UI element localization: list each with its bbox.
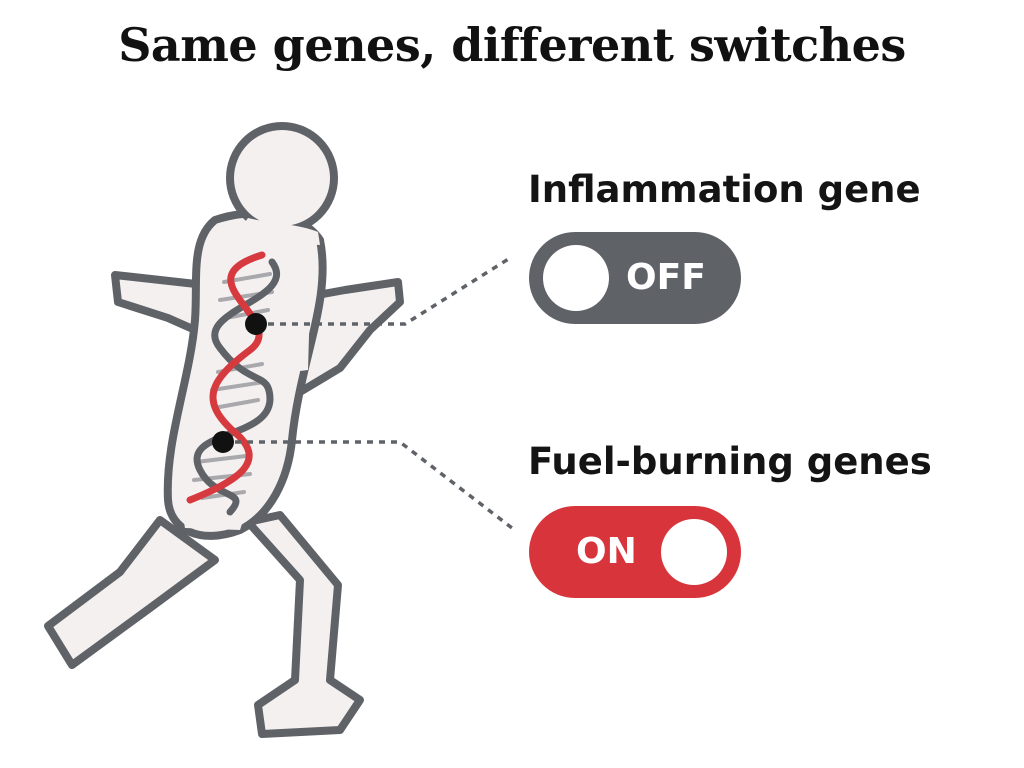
- connector-inflammation: [245, 256, 511, 335]
- dna-helix: [186, 251, 280, 516]
- toggle-state-off: OFF: [626, 257, 706, 298]
- toggle-knob: [543, 245, 609, 311]
- fuel-burning-genes-label: Fuel-burning genes: [528, 440, 932, 483]
- inflammation-gene-label: Inflammation gene: [528, 168, 921, 211]
- diagram-title: Same genes, different switches: [118, 18, 906, 72]
- inflammation-gene-toggle[interactable]: OFF: [529, 232, 741, 324]
- person-silhouette: [44, 122, 404, 738]
- toggle-knob: [661, 519, 727, 585]
- fuel-burning-genes-toggle[interactable]: ON: [529, 506, 741, 598]
- connector-fuel-burning: [212, 431, 514, 530]
- toggle-state-on: ON: [576, 531, 637, 572]
